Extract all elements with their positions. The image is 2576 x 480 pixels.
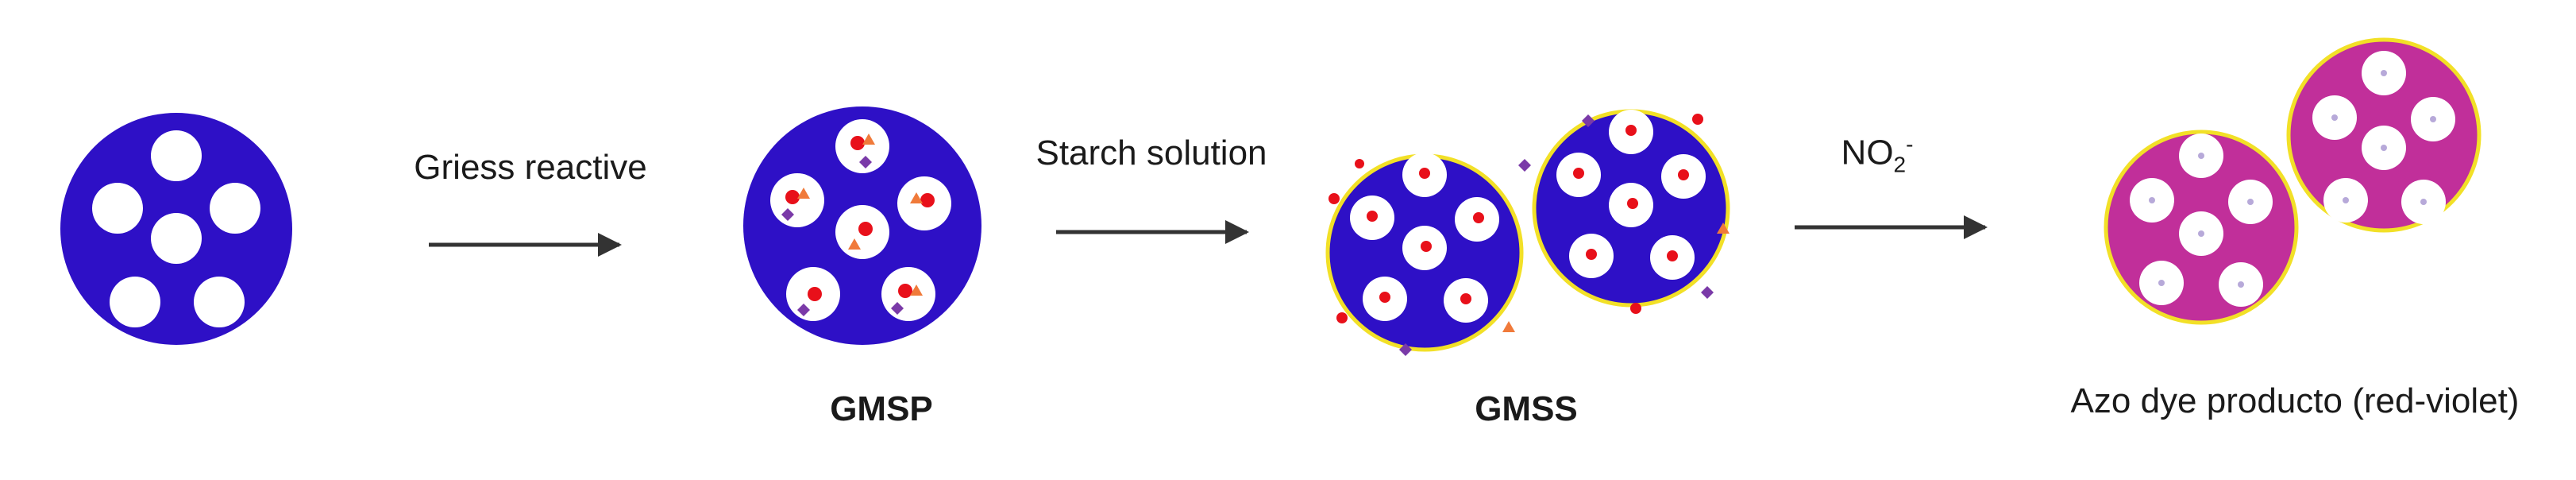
gmsp-particle (743, 106, 981, 345)
step3-label-sup: - (1906, 132, 1914, 157)
step3-label-main: NO (1841, 133, 1894, 172)
step3-label: NO2- (1841, 132, 1914, 177)
step3-label-sub: 2 (1893, 152, 1907, 177)
product-label: Azo dye producto (red-violet) (2070, 381, 2520, 420)
step2-label: Starch solution (1035, 134, 1267, 172)
azo-dye-particles (2104, 37, 2482, 325)
gmsp-label: GMSP (830, 389, 933, 428)
step1-label: Griess reactive (414, 148, 647, 187)
gmss-label: GMSS (1475, 389, 1578, 428)
bare-silica-particle (60, 113, 292, 345)
gmss-particles (1325, 109, 1730, 356)
